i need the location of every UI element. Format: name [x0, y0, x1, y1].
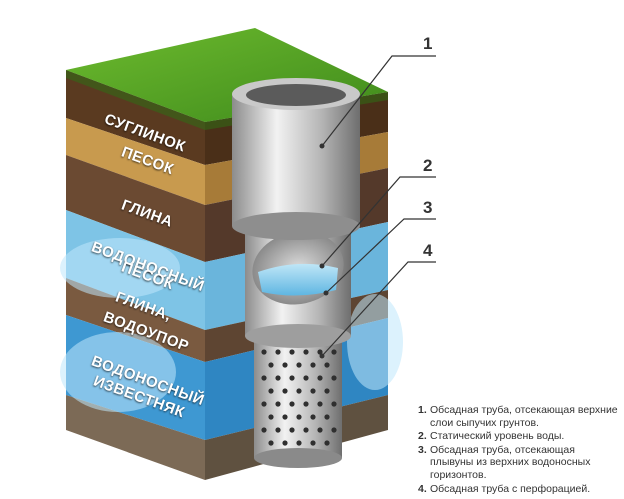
perforation-hole [296, 414, 302, 420]
loam-band-front [66, 70, 205, 165]
callout-line-2 [321, 176, 436, 267]
perforation-hole [303, 349, 309, 355]
perforation-hole [289, 375, 295, 381]
callout-dots [319, 143, 329, 359]
water-splash-upper [60, 238, 180, 298]
perforation-hole [275, 349, 281, 355]
perforation-hole [310, 388, 316, 394]
perforation-hole [303, 427, 309, 433]
perforation-hole [296, 440, 302, 446]
callout-number-2: 2 [423, 156, 433, 175]
perforation-hole [303, 401, 309, 407]
perforation-hole [296, 362, 302, 368]
perforation-hole [324, 388, 330, 394]
perforation-holes [261, 349, 337, 446]
callout-lines [321, 55, 436, 357]
perforation-hole [310, 414, 316, 420]
top-casing-pipe [232, 78, 360, 240]
perforation-hole [317, 401, 323, 407]
clay-band-front [66, 155, 205, 262]
perforation-hole [268, 362, 274, 368]
water-splash-right [347, 294, 403, 390]
perforation-hole [310, 362, 316, 368]
perforation-hole [268, 388, 274, 394]
callout-line-3 [325, 218, 436, 294]
perforation-hole [324, 414, 330, 420]
perforation-hole [275, 427, 281, 433]
legend: 1.Обсадная труба, отсекающая верхние сло… [418, 404, 618, 496]
perforation-hole [317, 375, 323, 381]
perforation-hole [275, 401, 281, 407]
perforation-hole [331, 427, 337, 433]
bedrock-band-front [66, 395, 205, 480]
perforated-pipe [254, 330, 342, 468]
perforation-hole [282, 388, 288, 394]
perforation-hole [261, 401, 267, 407]
legend-item: 1.Обсадная труба, отсекающая верхние сло… [418, 404, 618, 429]
perforation-hole [289, 401, 295, 407]
perforation-hole [324, 440, 330, 446]
water-splash-lower [60, 332, 176, 412]
callout-number-4: 4 [423, 241, 433, 260]
perforation-hole [296, 388, 302, 394]
callout-line-4 [321, 261, 436, 357]
perforation-hole [261, 375, 267, 381]
perforation-hole [261, 427, 267, 433]
callout-number-1: 1 [423, 34, 433, 53]
aquitard-band-front [66, 278, 205, 362]
static-water-level [258, 263, 338, 296]
sand-band-front [66, 118, 205, 205]
perforation-hole [303, 375, 309, 381]
perforation-hole [289, 349, 295, 355]
middle-casing-pipe [245, 218, 351, 348]
perforation-hole [282, 414, 288, 420]
perforation-hole [282, 362, 288, 368]
callout-line-1 [321, 55, 436, 147]
perforation-hole [289, 427, 295, 433]
perforation-hole [331, 375, 337, 381]
legend-item: 4.Обсадная труба с перфорацией. [418, 482, 591, 495]
perforation-hole [261, 349, 267, 355]
perforation-hole [275, 375, 281, 381]
grass-edge [66, 70, 388, 130]
legend-item: 2.Статический уровень воды. [418, 430, 565, 443]
perforation-hole [317, 349, 323, 355]
perforation-hole [324, 362, 330, 368]
perforation-hole [310, 440, 316, 446]
perforation-hole [331, 401, 337, 407]
perforation-hole [268, 414, 274, 420]
perforation-hole [331, 349, 337, 355]
legend-item: 3.Обсадная труба, отсекающая плывуны из … [418, 443, 591, 481]
perforation-hole [268, 440, 274, 446]
callout-number-3: 3 [423, 198, 433, 217]
perforation-hole [282, 440, 288, 446]
perforation-hole [317, 427, 323, 433]
